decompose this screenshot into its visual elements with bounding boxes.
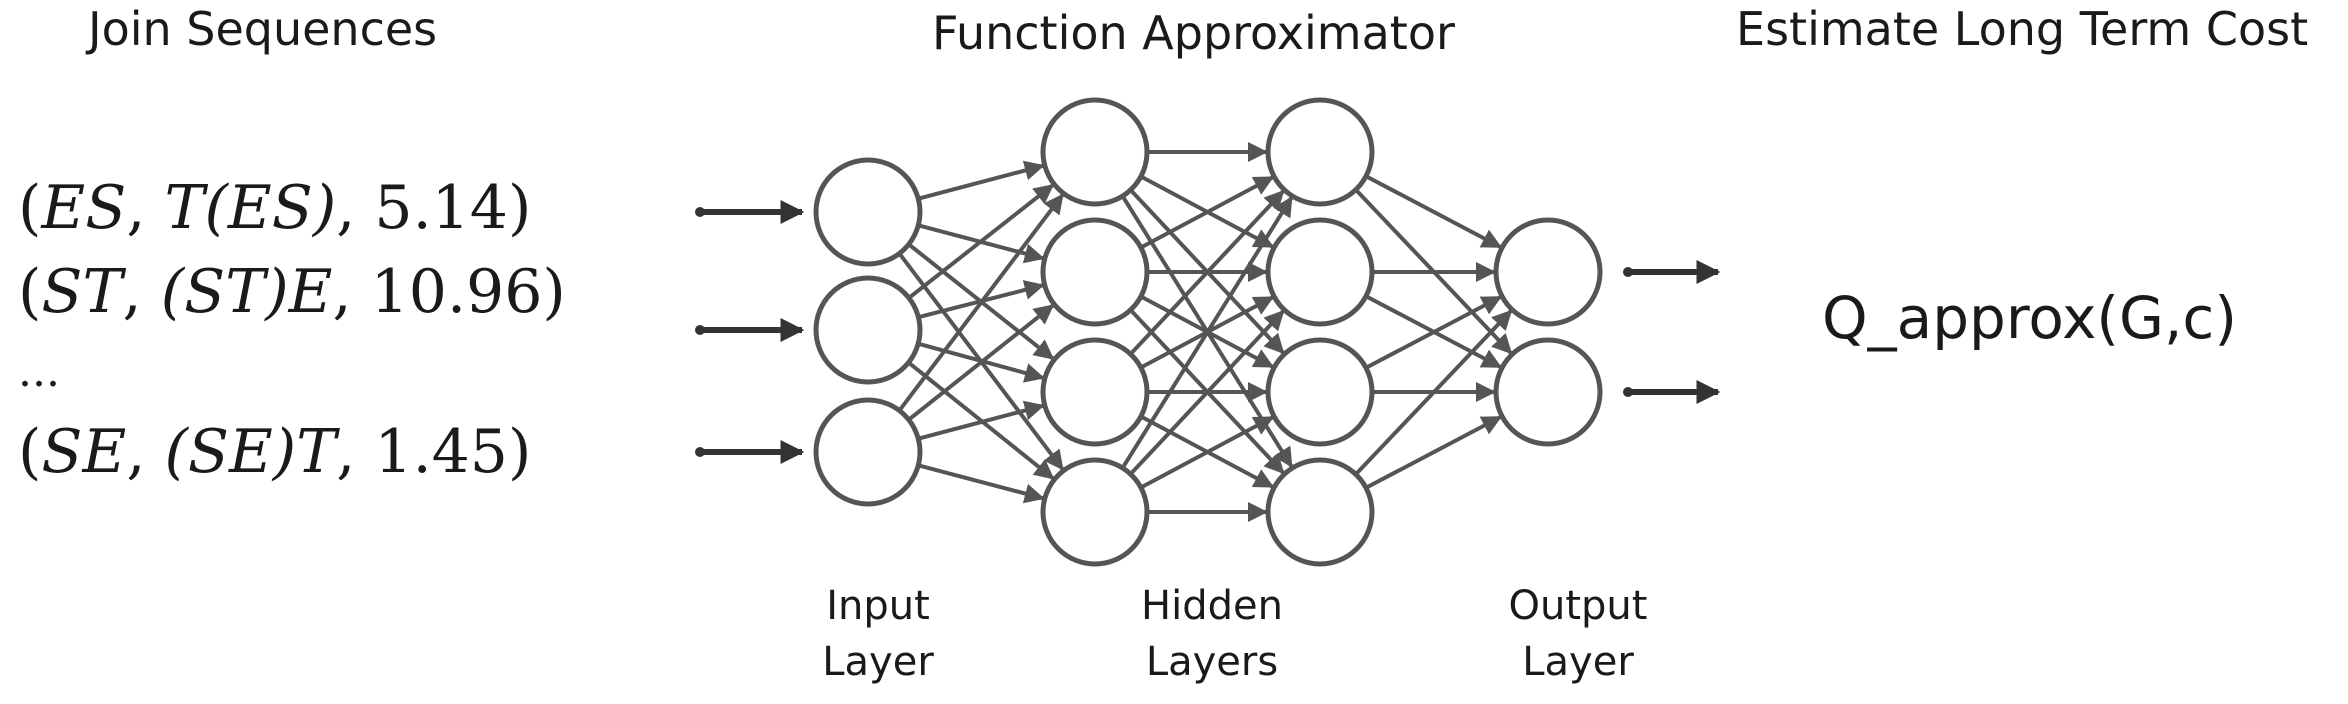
hidden-2-node-1	[1265, 97, 1375, 207]
edge-l2-n0-to-n0	[1365, 174, 1502, 249]
edge-l1-n3-to-n2	[1139, 415, 1275, 490]
seq-2-cost: 10.96	[370, 257, 543, 327]
seq-4-b: (SE)T	[164, 417, 337, 487]
edge-l2-n2-to-n0	[1365, 295, 1502, 370]
output-arrow-tail-2	[1623, 387, 1633, 397]
input-node-3	[813, 397, 923, 507]
edge-l1-n1-to-n0	[1139, 175, 1275, 250]
seq-1-a: ES	[41, 173, 127, 243]
function-approximator-heading: Function Approximator	[932, 6, 1455, 60]
sequence-item-1: (ES, T(ES), 5.14)	[18, 173, 532, 243]
sequence-item-4: (SE, (SE)T, 1.45)	[18, 417, 532, 487]
hidden-layers-label-line-2: Layers	[1145, 639, 1279, 685]
edge-l0-n2-to-n3	[917, 463, 1045, 504]
q-approx-output-label: Q_approx(G,c)	[1822, 284, 2237, 352]
edge-l2-n3-to-n1	[1365, 415, 1502, 490]
input-layer-label: Input Layer	[778, 578, 978, 690]
edge-l1-n3-to-n0	[1120, 196, 1294, 469]
seq-4-cost: 1.45	[374, 417, 508, 487]
edge-l1-n3-to-n1	[1129, 309, 1285, 476]
input-layer-label-line-2: Layer	[822, 639, 934, 685]
seq-1-cost: 5.14	[374, 173, 508, 243]
input-node-1	[813, 157, 923, 267]
join-sequences-heading: Join Sequences	[88, 2, 438, 56]
edge-l1-n2-to-n0	[1129, 189, 1285, 356]
seq-2-a: ST	[41, 257, 123, 327]
seq-4-a: SE	[41, 417, 127, 487]
input-arrow-tail-2	[695, 325, 705, 335]
network-nodes	[813, 97, 1603, 567]
edge-l0-n1-to-n0	[907, 183, 1055, 300]
io-arrows	[695, 200, 1721, 464]
hidden-1-node-4	[1040, 457, 1150, 567]
edge-l0-n2-to-n0	[897, 193, 1065, 412]
sequence-item-2: (ST, (ST)E, 10.96)	[18, 257, 566, 327]
hidden-1-node-3	[1040, 337, 1150, 447]
output-node-1	[1493, 217, 1603, 327]
hidden-1-node-2	[1040, 217, 1150, 327]
input-arrow-tail-3	[695, 447, 705, 457]
output-layer-label-line-2: Layer	[1522, 639, 1634, 685]
edge-l2-n3-to-n0	[1354, 309, 1513, 476]
seq-2-b: (ST)E	[160, 257, 333, 327]
edge-l0-n2-to-n2	[917, 400, 1045, 441]
input-layer-label-line-1: Input	[826, 583, 930, 629]
edge-l0-n0-to-n0	[917, 160, 1045, 201]
hidden-layers-label: Hidden Layers	[1112, 578, 1312, 690]
output-layer-label: Output Layer	[1478, 578, 1678, 690]
edge-l0-n2-to-n1	[907, 303, 1055, 422]
long-term-cost-heading: Estimate Long Term Cost	[1736, 2, 2309, 56]
sequence-ellipsis: ...	[18, 346, 60, 397]
input-node-2	[813, 275, 923, 385]
hidden-2-node-3	[1265, 337, 1375, 447]
network-edges	[897, 142, 1513, 522]
hidden-layers-label-line-1: Hidden	[1141, 583, 1283, 629]
output-node-2	[1493, 337, 1603, 447]
seq-1-b: T(ES)	[164, 173, 337, 243]
hidden-2-node-4	[1265, 457, 1375, 567]
hidden-2-node-2	[1265, 217, 1375, 327]
hidden-1-node-1	[1040, 97, 1150, 207]
input-arrow-tail-1	[695, 207, 705, 217]
output-layer-label-line-1: Output	[1508, 583, 1648, 629]
output-arrow-tail-1	[1623, 267, 1633, 277]
